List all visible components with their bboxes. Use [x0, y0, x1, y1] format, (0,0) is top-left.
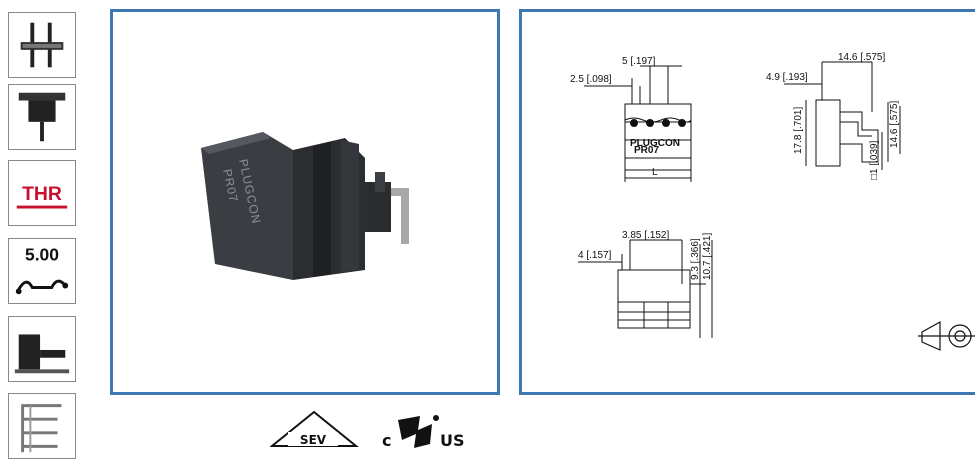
pin-header-icon[interactable]: [8, 12, 76, 78]
dim-4-9: 4.9 [.193]: [766, 72, 808, 83]
ul-logo: c US: [382, 415, 465, 450]
dim-1: □1 [.039]: [869, 140, 880, 180]
thr-label: THR: [22, 183, 62, 205]
dim-4: 4 [.157]: [578, 250, 612, 261]
technical-drawing-panel: 5 [.197] 2.5 [.098] L PLUGCON PR07 14.6 …: [519, 9, 975, 395]
drawing-brand-text: PLUGCON: [630, 138, 680, 149]
drawing-model-text: PR07: [634, 145, 659, 156]
projection-symbol-icon: [918, 320, 975, 351]
technical-drawing: 5 [.197] 2.5 [.098] L PLUGCON PR07 14.6 …: [570, 52, 975, 351]
product-photo: PLUGCON PR07: [201, 132, 409, 280]
dim-14-6-side: 14.6 [.575]: [889, 101, 900, 148]
dim-10-7: 10.7 [.421]: [702, 233, 713, 280]
pitch-label: 5.00: [25, 244, 59, 264]
dim-5: 5 [.197]: [622, 56, 656, 67]
connector-angled-icon[interactable]: [8, 393, 76, 459]
certifications: SEV c US: [269, 400, 530, 457]
sev-text: SEV: [300, 433, 327, 447]
thr-icon[interactable]: THR: [8, 160, 76, 226]
smd-mount-icon[interactable]: [8, 84, 76, 150]
dim-3-85: 3.85 [.152]: [622, 230, 669, 241]
sidebar: THR 5.00: [8, 0, 78, 459]
ul-us-text: US: [440, 431, 465, 450]
dim-9-3: 9.3 [.366]: [690, 238, 701, 280]
housing-model-text: PR07: [220, 168, 241, 204]
dim-2-5: 2.5 [.098]: [570, 74, 612, 85]
pitch-icon[interactable]: 5.00: [8, 238, 76, 304]
ul-c-text: c: [382, 431, 391, 450]
dim-17-8: 17.8 [.701]: [793, 107, 804, 154]
sev-logo: SEV: [269, 410, 359, 447]
connector-side-icon[interactable]: [8, 316, 76, 382]
product-photo-panel: PLUGCON PR07: [110, 9, 500, 395]
dim-L: L: [652, 167, 658, 178]
dim-14-6-top: 14.6 [.575]: [838, 52, 885, 63]
